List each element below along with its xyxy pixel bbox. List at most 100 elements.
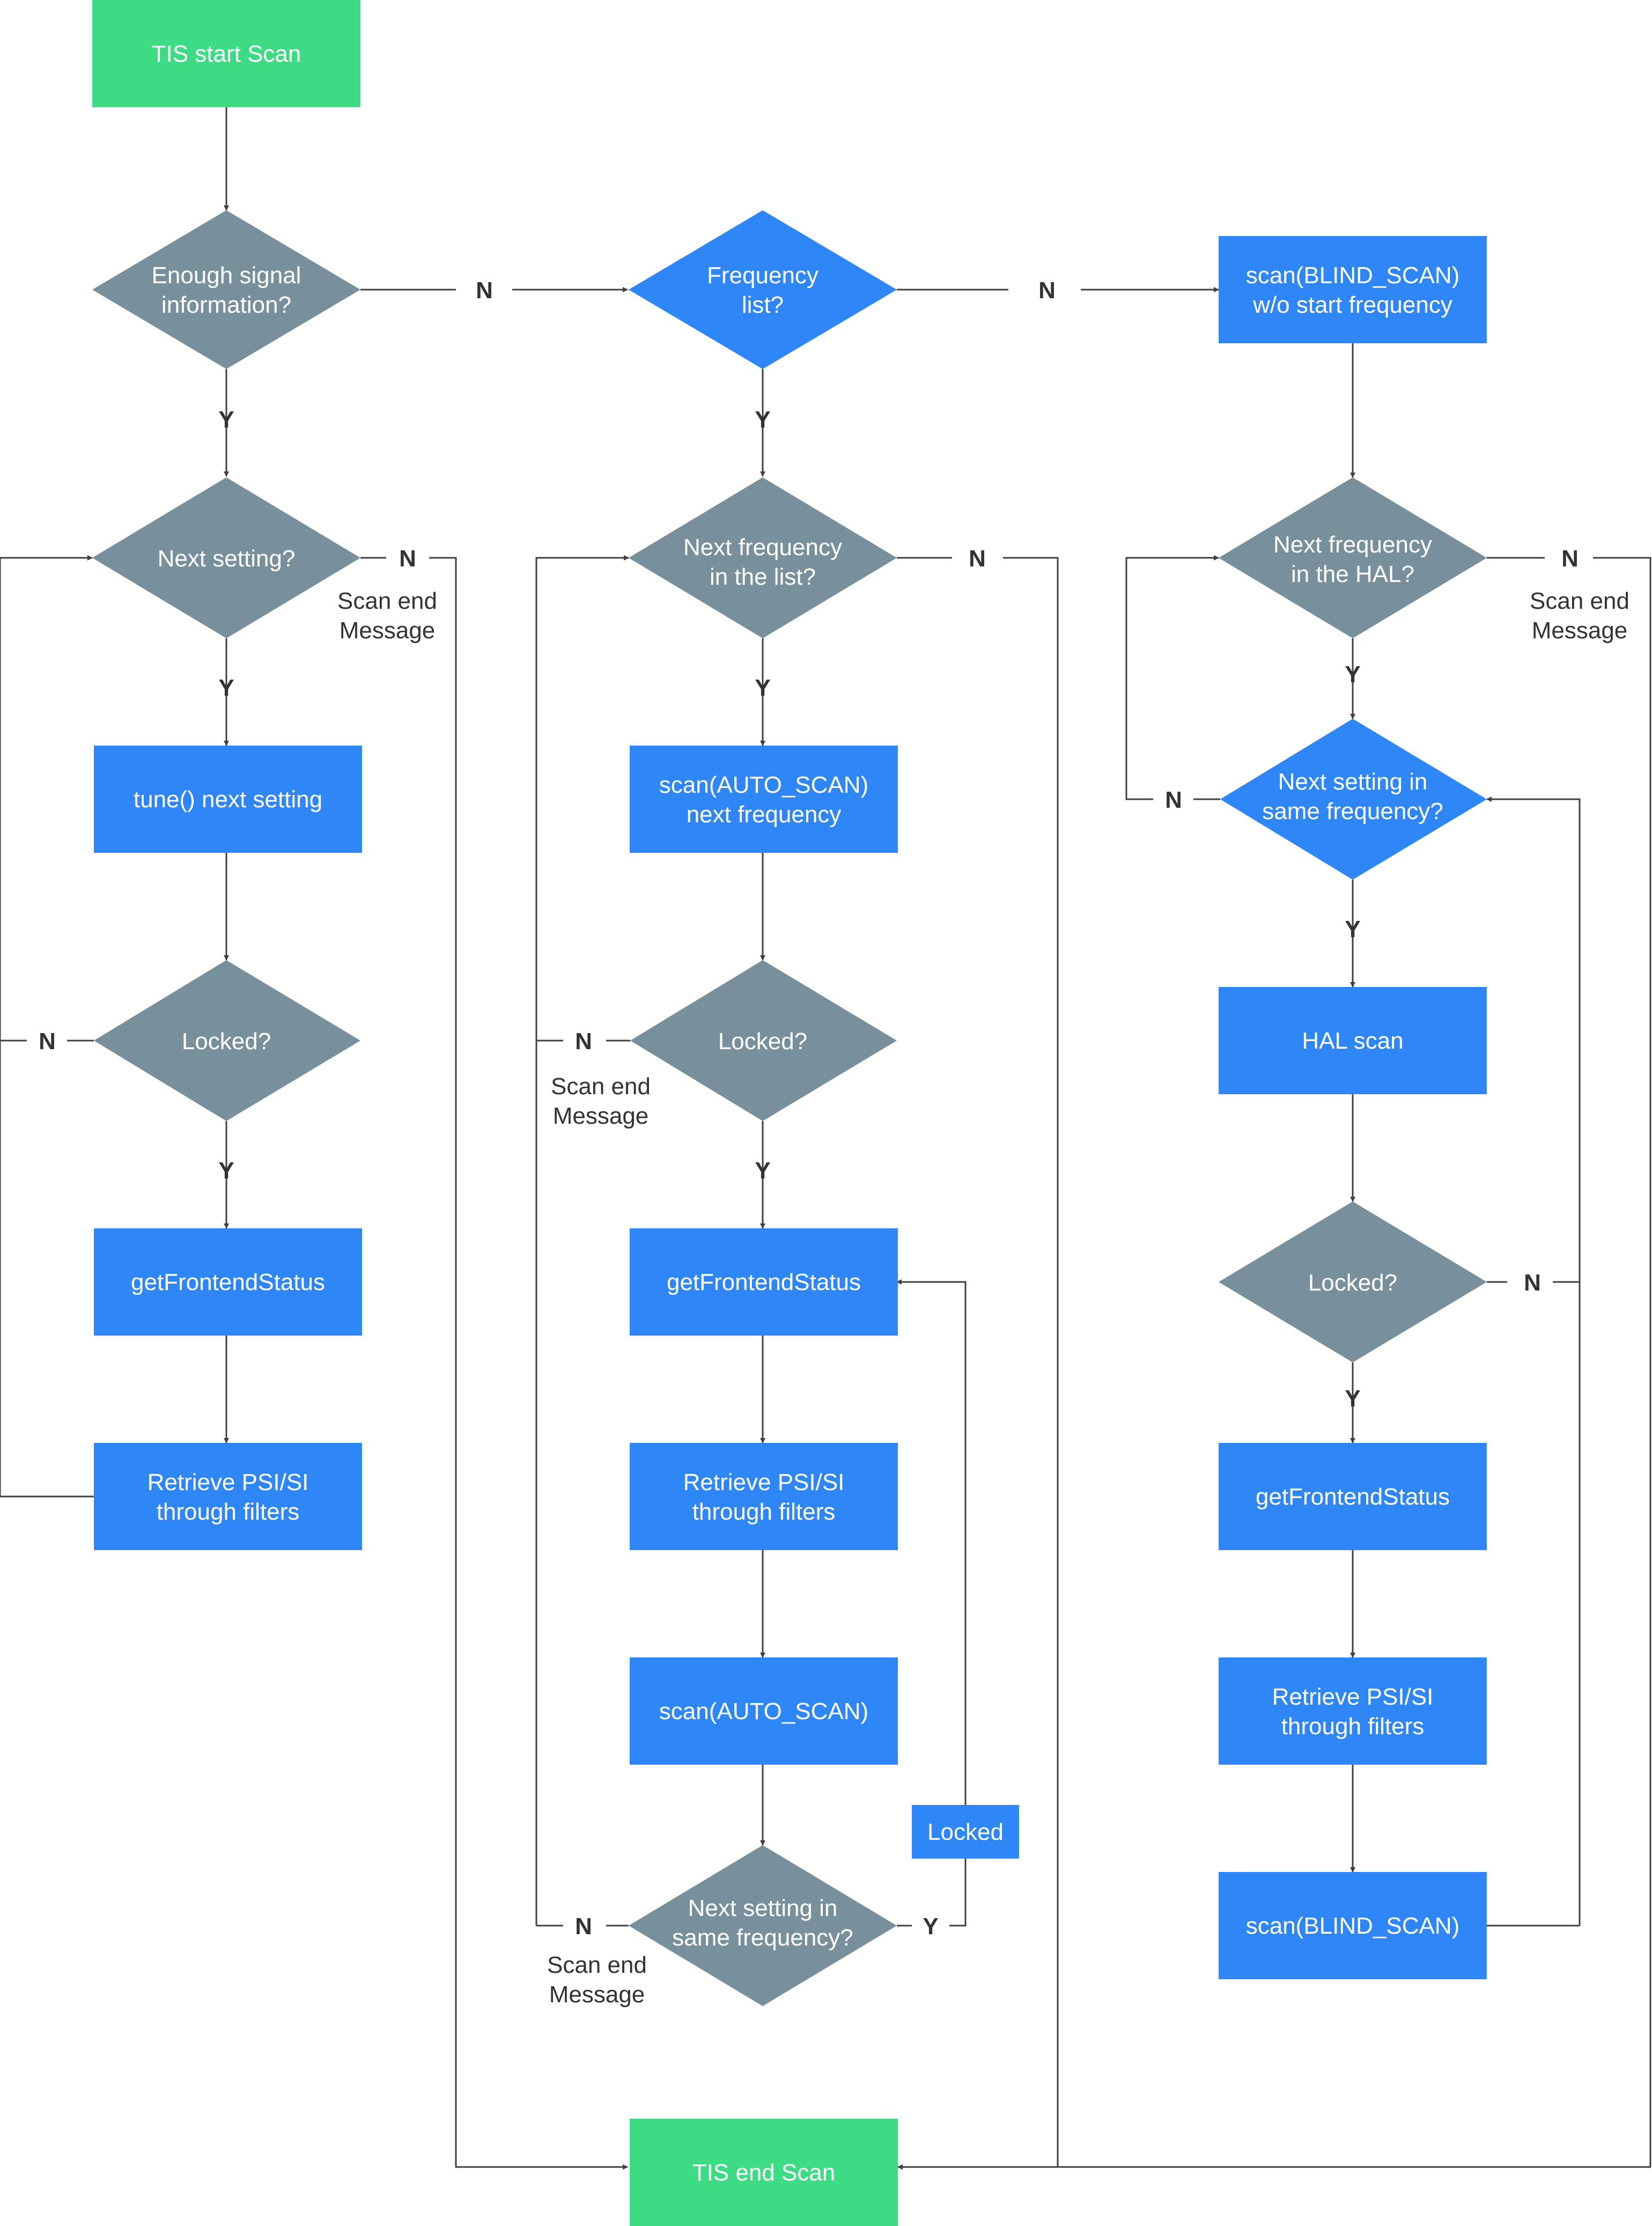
label-locked-col2-yes: Y (755, 1158, 770, 1184)
process-retrieve-psi-col3-line2: through filters (1281, 1713, 1425, 1739)
start-terminal: TIS start Scan (92, 0, 360, 107)
process-get-frontend-status-col2: getFrontendStatus (630, 1228, 898, 1336)
process-retrieve-psi-col2: Retrieve PSI/SI through filters (630, 1443, 898, 1550)
start-terminal-label: TIS start Scan (152, 41, 301, 67)
process-retrieve-psi-col2-box (630, 1443, 898, 1550)
label-c3-nextsetting-no: N (1165, 787, 1182, 813)
decision-locked-col3-shape (1219, 1202, 1487, 1362)
process-auto-scan: scan(AUTO_SCAN) (630, 1657, 898, 1765)
loop-c2-to-next-freq (535, 555, 629, 1926)
decision-enough-signal-line1: Enough signal (152, 262, 301, 289)
process-tune-next-setting: tune() next setting (94, 746, 362, 853)
label-locked-col1-no: N (39, 1028, 56, 1055)
decision-next-setting-same-col2-shape (629, 1845, 897, 2006)
process-retrieve-psi-col1-line2: through filters (157, 1499, 300, 1525)
label-next-setting-yes: Y (218, 675, 234, 701)
process-get-frontend-status-col3: getFrontendStatus (1219, 1443, 1487, 1550)
scan-end-col1-line1: Scan end (337, 588, 437, 614)
process-blind-scan-start: scan(BLIND_SCAN) w/o start frequency (1219, 236, 1487, 343)
decision-locked-col3-label: Locked? (1308, 1270, 1397, 1296)
loop-retrieve-to-next-setting (0, 555, 94, 1498)
label-freq-list-yes: Y (755, 407, 770, 433)
process-auto-scan-next-line1: scan(AUTO_SCAN) (659, 772, 868, 798)
scan-end-c2-locked-line1: Scan end (551, 1073, 651, 1100)
process-blind-scan-start-box (1219, 236, 1487, 343)
decision-next-setting-same-col2-line2: same frequency? (672, 1925, 853, 1951)
decision-next-frequency-hal-line1: Next frequency (1273, 532, 1432, 558)
process-auto-scan-next-box (630, 746, 898, 853)
decision-next-setting-same-col3-line1: Next setting in (1278, 769, 1428, 795)
process-auto-scan-next-line2: next frequency (687, 801, 842, 828)
process-get-frontend-status-col2-label: getFrontendStatus (667, 1269, 861, 1295)
scan-end-col3-line2: Message (1532, 617, 1628, 644)
process-get-frontend-status-col1-box (94, 1228, 362, 1336)
label-c2-nextsetting-no: N (575, 1913, 592, 1940)
process-retrieve-psi-col3-box (1219, 1657, 1487, 1765)
decision-next-setting-same-col2-line1: Next setting in (688, 1895, 838, 1921)
decision-next-frequency-list: Next frequency in the list? (629, 477, 897, 638)
label-locked-col1-yes: Y (218, 1158, 234, 1184)
process-retrieve-psi-col1-line1: Retrieve PSI/SI (148, 1469, 309, 1495)
label-enough-no: N (476, 277, 493, 304)
connectors (0, 107, 1651, 2170)
label-c2-nextsetting-yes: Y (923, 1913, 938, 1940)
decision-next-frequency-list-shape (629, 477, 897, 638)
end-terminal-label: TIS end Scan (692, 2159, 836, 2186)
process-blind-scan-start-line1: scan(BLIND_SCAN) (1246, 262, 1460, 289)
locked-tag-box (912, 1805, 1019, 1859)
process-blind-scan: scan(BLIND_SCAN) (1219, 1872, 1487, 1979)
decision-locked-col1: Locked? (94, 960, 360, 1121)
process-retrieve-psi-col3: Retrieve PSI/SI through filters (1219, 1657, 1487, 1765)
scan-end-c2-locked-line2: Message (553, 1103, 649, 1129)
arrow-c3-hal-no-to-end (897, 557, 1651, 2170)
decision-next-frequency-list-line2: in the list? (710, 564, 816, 590)
process-retrieve-psi-col2-line2: through filters (692, 1499, 836, 1525)
process-get-frontend-status-col3-label: getFrontendStatus (1256, 1484, 1450, 1510)
process-get-frontend-status-col3-box (1219, 1443, 1487, 1550)
branch-labels: Y N Y N Y N Y N Y N Y N N Y Y N Y N Y N (39, 277, 1579, 1940)
process-blind-scan-box (1219, 1872, 1487, 1979)
decision-next-setting-same-col3-line2: same frequency? (1262, 798, 1443, 824)
decision-next-frequency-hal-shape (1219, 477, 1487, 638)
decision-next-frequency-list-line1: Next frequency (683, 534, 842, 561)
process-get-frontend-status-col1: getFrontendStatus (94, 1228, 362, 1336)
decision-enough-signal-line2: information? (161, 292, 291, 318)
decision-frequency-list-line1: Frequency (707, 262, 818, 289)
decision-locked-col1-label: Locked? (182, 1028, 271, 1055)
arrow-c2-next-freq-no-to-end (897, 557, 1059, 2170)
process-auto-scan-box (630, 1657, 898, 1765)
process-tune-next-setting-label: tune() next setting (134, 786, 322, 813)
start-terminal-box (92, 0, 360, 107)
decision-next-setting-same-col3: Next setting in same frequency? (1220, 719, 1487, 880)
process-tune-next-setting-box (94, 746, 362, 853)
label-freq-list-no: N (1038, 277, 1056, 304)
scan-end-c2-nextsetting-line2: Message (549, 1981, 645, 2008)
locked-tag: Locked (912, 1805, 1019, 1859)
process-retrieve-psi-col3-line1: Retrieve PSI/SI (1272, 1684, 1434, 1710)
label-next-freq-no: N (969, 546, 986, 572)
end-terminal-box (630, 2119, 898, 2226)
process-retrieve-psi-col2-line1: Retrieve PSI/SI (683, 1469, 845, 1495)
label-hal-yes: Y (1345, 661, 1360, 688)
decision-locked-col1-shape (94, 960, 360, 1121)
decision-locked-col2: Locked? (630, 960, 897, 1121)
loop-c3-to-next-freq-hal (1125, 555, 1219, 800)
label-enough-yes: Y (218, 407, 234, 433)
process-auto-scan-next: scan(AUTO_SCAN) next frequency (630, 746, 898, 853)
decision-locked-col2-shape (630, 960, 897, 1121)
decision-next-setting: Next setting? (92, 477, 360, 638)
process-hal-scan: HAL scan (1219, 987, 1487, 1094)
decision-locked-col2-label: Locked? (718, 1028, 807, 1055)
scan-end-col1-line2: Message (340, 617, 436, 644)
decision-next-setting-same-col2: Next setting in same frequency? (629, 1845, 897, 2006)
end-terminal: TIS end Scan (630, 2119, 898, 2226)
label-c3-nextsetting-yes: Y (1345, 916, 1360, 942)
decision-next-setting-label: Next setting? (158, 546, 296, 572)
decision-frequency-list-shape (629, 210, 897, 369)
scan-end-col3-line1: Scan end (1530, 588, 1629, 614)
scan-end-c2-nextsetting-line1: Scan end (547, 1952, 647, 1978)
process-auto-scan-label: scan(AUTO_SCAN) (659, 1698, 868, 1724)
decision-next-setting-shape (92, 477, 360, 638)
decision-enough-signal: Enough signal information? (92, 210, 360, 369)
decision-next-frequency-hal: Next frequency in the HAL? (1219, 477, 1487, 638)
